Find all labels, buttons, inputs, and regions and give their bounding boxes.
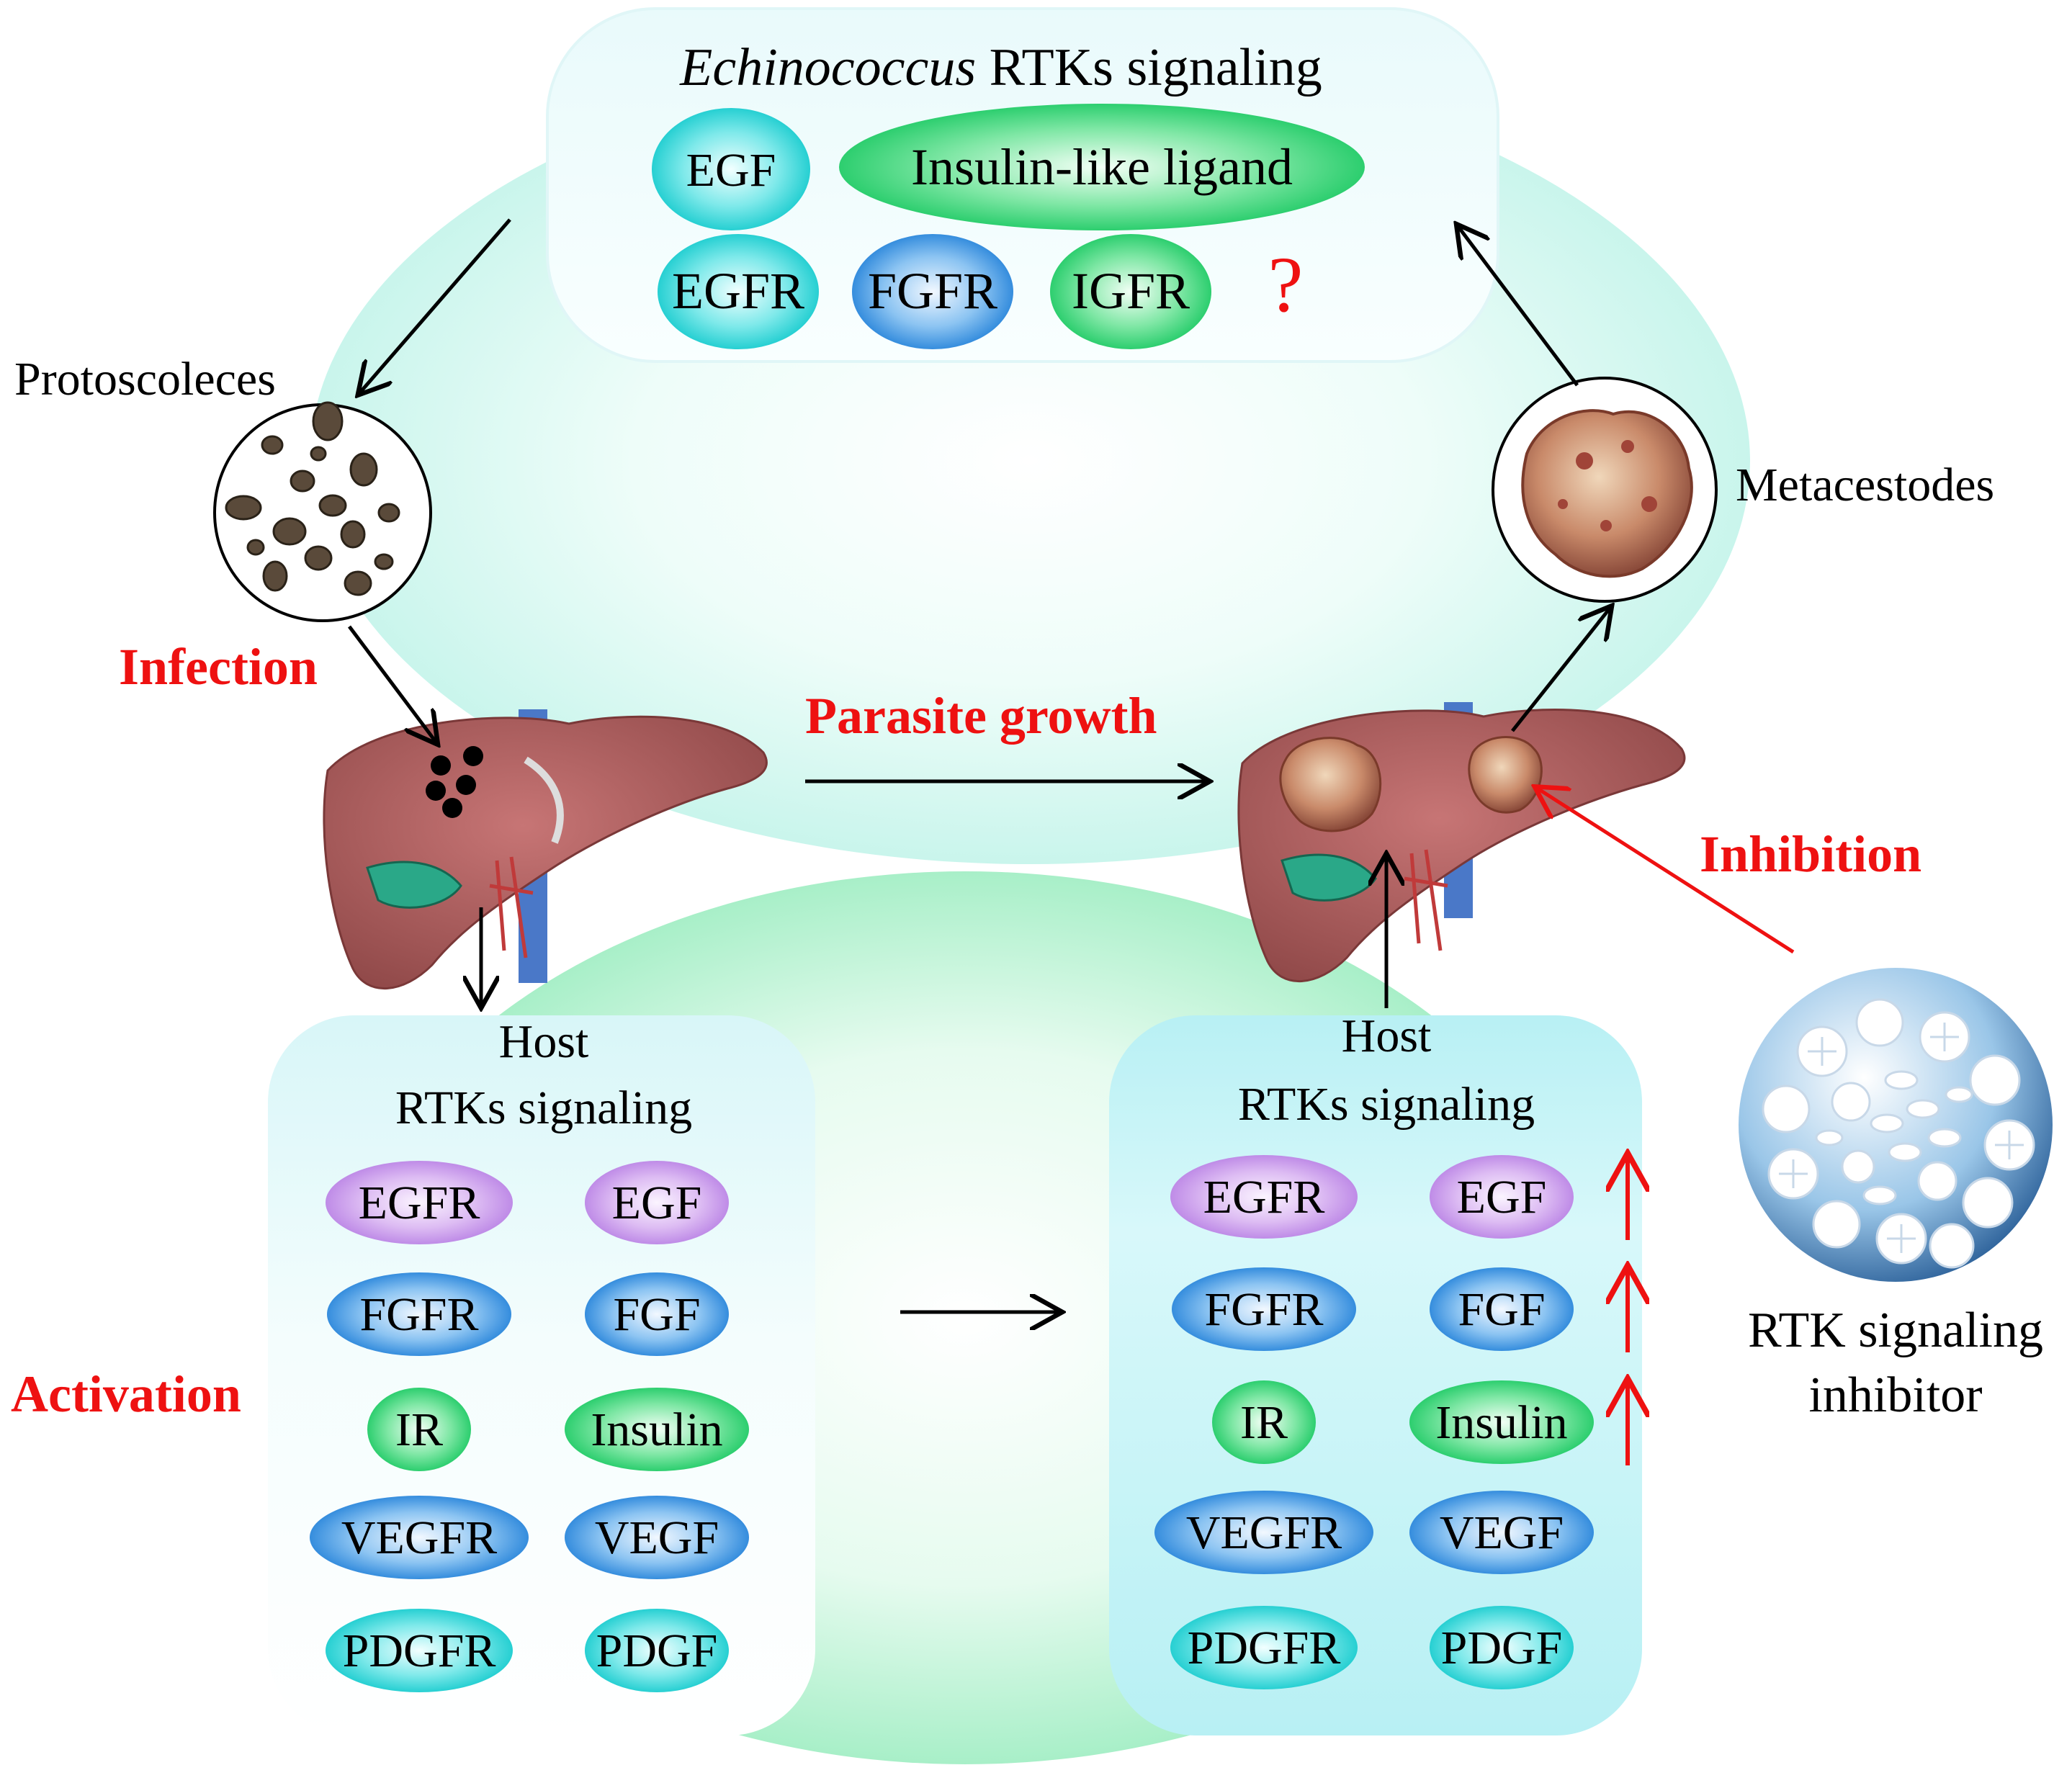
host-right-pill-ir: IR	[1212, 1380, 1316, 1464]
host-right-pill-vegf: VEGF	[1409, 1491, 1594, 1574]
echinococcus-receptor-igfr: IGFR	[1050, 234, 1211, 349]
arrow-liver-to-metacestodes	[1511, 608, 1610, 732]
svg-text:FGFR: FGFR	[359, 1288, 478, 1341]
host-left-pill-vegfr: VEGFR	[310, 1496, 529, 1579]
svg-text:EGFR: EGFR	[1203, 1171, 1325, 1223]
arrow-metacestodes-to-top	[1458, 227, 1579, 387]
unknown-question-mark: ?	[1268, 241, 1304, 328]
echinococcus-rtk-panel: Echinococcus RTKs signaling EGF Insulin-…	[546, 7, 1499, 363]
host-left-title-line1: Host	[499, 1015, 589, 1068]
protoscoleces-label: Protoscoleces	[14, 353, 276, 405]
svg-text:VEGF: VEGF	[595, 1512, 719, 1564]
infection-label: Infection	[119, 638, 318, 696]
svg-text:Insulin: Insulin	[591, 1404, 722, 1456]
host-left-pill-pdgfr: PDGFR	[326, 1609, 513, 1692]
svg-text:PDGFR: PDGFR	[1188, 1622, 1341, 1674]
svg-text:Insulin: Insulin	[1435, 1396, 1567, 1449]
svg-text:EGFR: EGFR	[359, 1177, 480, 1229]
parasite-growth-label: Parasite growth	[805, 687, 1157, 745]
svg-text:EGF: EGF	[686, 144, 776, 197]
host-rtk-panel-left: Host RTKs signaling EGFR EGF FGFR FGF IR Insu…	[268, 1015, 815, 1735]
svg-text:IR: IR	[395, 1404, 443, 1456]
cycle-arrows	[348, 218, 1610, 1312]
host-right-pill-fgfr: FGFR	[1172, 1267, 1356, 1351]
svg-text:FGFR: FGFR	[868, 262, 997, 320]
rtk-inhibitor-pills-image	[1739, 968, 2053, 1282]
svg-text:EGF: EGF	[1457, 1171, 1547, 1223]
host-right-pill-fgf: FGF	[1430, 1267, 1574, 1351]
arrow-protoscoleces-to-liver	[348, 625, 436, 742]
svg-text:VEGFR: VEGFR	[341, 1512, 497, 1564]
svg-text:FGF: FGF	[613, 1288, 700, 1341]
inhibition-label: Inhibition	[1700, 825, 1921, 883]
svg-text:IGFR: IGFR	[1072, 262, 1190, 320]
svg-text:VEGFR: VEGFR	[1186, 1506, 1342, 1559]
svg-text:PDGFR: PDGFR	[343, 1625, 496, 1677]
protoscoleces-image	[213, 401, 432, 622]
echinococcus-receptor-fgfr: FGFR	[852, 234, 1013, 349]
host-right-title-line2: RTKs signaling	[1238, 1078, 1535, 1131]
host-left-pill-vegf: VEGF	[565, 1496, 749, 1579]
arrow-top-to-protoscoleces	[360, 218, 511, 392]
echinococcus-panel-title: Echinococcus RTKs signaling	[679, 38, 1322, 97]
svg-text:Insulin-like ligand: Insulin-like ligand	[911, 138, 1293, 196]
svg-text:IR: IR	[1240, 1396, 1288, 1449]
host-right-pill-insulin: Insulin	[1409, 1380, 1594, 1464]
host-right-pill-pdgf: PDGF	[1430, 1606, 1574, 1689]
host-left-pill-fgf: FGF	[585, 1272, 729, 1356]
svg-text:EGFR: EGFR	[672, 262, 804, 320]
metacestodes-image	[1492, 377, 1718, 603]
svg-text:PDGF: PDGF	[1441, 1622, 1563, 1674]
host-left-pill-ir: IR	[367, 1388, 471, 1471]
echinococcus-ligand-egf: EGF	[652, 108, 810, 230]
echinococcus-receptor-egfr: EGFR	[658, 234, 819, 349]
activation-label: Activation	[11, 1365, 241, 1423]
host-right-pill-pdgfr: PDGFR	[1170, 1606, 1358, 1689]
host-left-pill-pdgf: PDGF	[585, 1609, 729, 1692]
arrow-inhibition	[1538, 789, 1795, 954]
svg-text:EGF: EGF	[612, 1177, 702, 1229]
host-left-title-line2: RTKs signaling	[395, 1082, 692, 1134]
host-left-pill-insulin: Insulin	[565, 1388, 749, 1471]
inhibitor-label-line1: RTK signaling	[1748, 1303, 2043, 1358]
host-left-pill-fgfr: FGFR	[327, 1272, 511, 1356]
host-rtk-panel-right: Host RTKs signaling EGFR EGF FGFR FGF IR Insu…	[1109, 1010, 1642, 1735]
host-right-title-line1: Host	[1342, 1010, 1432, 1062]
host-left-pill-egf: EGF	[585, 1161, 729, 1244]
svg-text:FGF: FGF	[1458, 1283, 1545, 1336]
svg-text:VEGF: VEGF	[1440, 1506, 1564, 1559]
echinococcus-ligand-insulin-like: Insulin-like ligand	[839, 104, 1365, 230]
svg-text:PDGF: PDGF	[596, 1625, 718, 1677]
metacestodes-label: Metacestodes	[1736, 459, 1994, 511]
host-right-pill-vegfr: VEGFR	[1154, 1491, 1373, 1574]
infected-liver-image	[323, 709, 768, 990]
inhibitor-label-line2: inhibitor	[1808, 1367, 1982, 1423]
host-right-pill-egf: EGF	[1430, 1155, 1574, 1239]
host-right-pill-egfr: EGFR	[1170, 1155, 1358, 1239]
parasitized-liver-image	[1237, 702, 1686, 983]
svg-text:FGFR: FGFR	[1204, 1283, 1323, 1336]
host-left-pill-egfr: EGFR	[326, 1161, 513, 1244]
